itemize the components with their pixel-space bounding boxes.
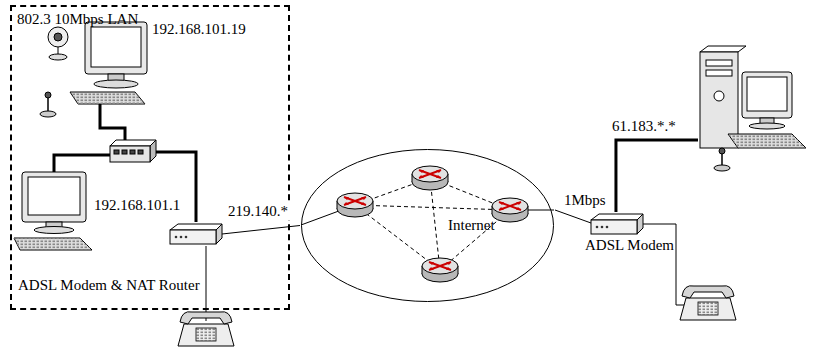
nat-router: ADSL Modem & NAT Router — [170, 222, 222, 246]
nat-router-icon — [170, 224, 222, 244]
link-label: 1Mbps — [562, 192, 608, 209]
webcam-pc: 192.168.101.19 — [40, 18, 150, 118]
device-label: 61.183.*.* — [612, 118, 676, 135]
internet-cloud: Internet — [300, 148, 555, 303]
network-link — [616, 140, 698, 212]
device-label: 192.168.101.1 — [94, 197, 180, 214]
device-label: ADSL Modem & NAT Router — [18, 277, 200, 294]
internet-routers — [337, 166, 528, 282]
adsl-modem: ADSL Modem — [591, 212, 643, 234]
device-label: ADSL Modem — [585, 237, 674, 254]
network-link — [555, 210, 591, 223]
telephone-icon — [178, 312, 234, 346]
cloud-outline — [300, 148, 555, 303]
telephone-icon — [680, 286, 736, 320]
switch-hub — [110, 140, 156, 162]
device-label: 192.168.101.19 — [152, 21, 246, 38]
lan-pc: 192.168.101.1 — [18, 170, 93, 252]
adsl-modem-icon — [591, 214, 643, 234]
server-pc: 61.183.*.* — [698, 45, 806, 155]
phone-wires — [206, 224, 685, 321]
device-label: Internet — [448, 217, 495, 234]
lan-pc — [14, 172, 92, 250]
lan-region: 802.3 10Mbps LAN192.168.101.19192.168.10… — [10, 5, 290, 310]
internet-links — [355, 178, 510, 270]
webcam-pc — [40, 22, 147, 117]
device-label: 802.3 10Mbps LAN — [17, 11, 138, 28]
server-pc — [700, 46, 806, 171]
link-label: 219.140.* — [226, 203, 290, 220]
